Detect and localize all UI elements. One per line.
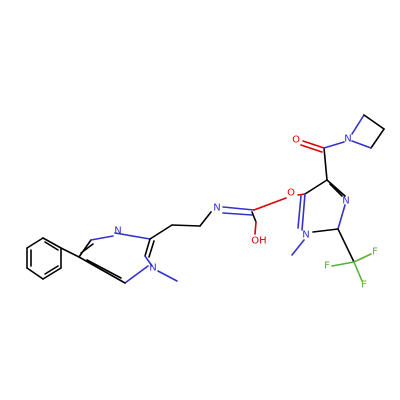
carbon-hydroxyl-bond-wavy [254, 221, 257, 235]
hydroxyl-label: OH [251, 236, 266, 247]
phenyl-imidazole-bond [60, 247, 80, 258]
carbon-hydroxyl-bond [251, 211, 257, 223]
fluorine-middle-label: F [324, 261, 330, 272]
cf3-fluorine-bottom-bond [353, 261, 363, 282]
cf3-fluorine-top-bond [353, 253, 372, 263]
imidazole-a-methyl-bond [157, 270, 178, 282]
ester-oxygen-label: O [287, 188, 295, 199]
carbonyl-azetidine-bond [323, 141, 345, 149]
imidazole-b-methyl-bond [291, 239, 305, 256]
bond-skeleton [26, 114, 385, 284]
fluorine-bottom-label: F [361, 280, 367, 291]
azetidine-ring [351, 114, 385, 149]
ring-carbonyl-bond [323, 147, 328, 181]
fluorine-top-label: F [372, 247, 378, 258]
carbonyl-double-bond-1 [302, 140, 325, 149]
imidazole-a-ring [78, 232, 155, 284]
imine-nitrogen-label: N [213, 203, 220, 214]
carbonyl-double-bond-2 [300, 144, 323, 153]
imidazole-a-n1-label: N [149, 263, 156, 274]
imidazole-a-n3-label: N [114, 226, 121, 237]
imidazole-b-ring [297, 179, 346, 233]
azetidine-nitrogen-label: N [344, 134, 351, 145]
carbon-ester-oxygen-bond [253, 197, 287, 211]
cf3-fluorine-middle-bond [331, 261, 355, 267]
imidazole-b-n1-label: N [302, 230, 309, 241]
ring-cf3-bond [337, 228, 355, 263]
imine-double-bond-2 [222, 212, 253, 216]
carbonyl-oxygen-label: O [292, 135, 300, 146]
imine-double-bond-1 [222, 206, 255, 211]
ester-oxygen-ring-bond [297, 193, 306, 196]
ethyl-linker-bond-2 [171, 224, 201, 227]
ethyl-linker-bond-3 [199, 211, 212, 227]
imidazole-b-n3-label: N [342, 196, 349, 207]
ethyl-linker-bond-1 [149, 224, 173, 240]
phenyl-ring [26, 237, 62, 280]
atom-labels: O N O N N F F F N OH N N [114, 134, 378, 291]
